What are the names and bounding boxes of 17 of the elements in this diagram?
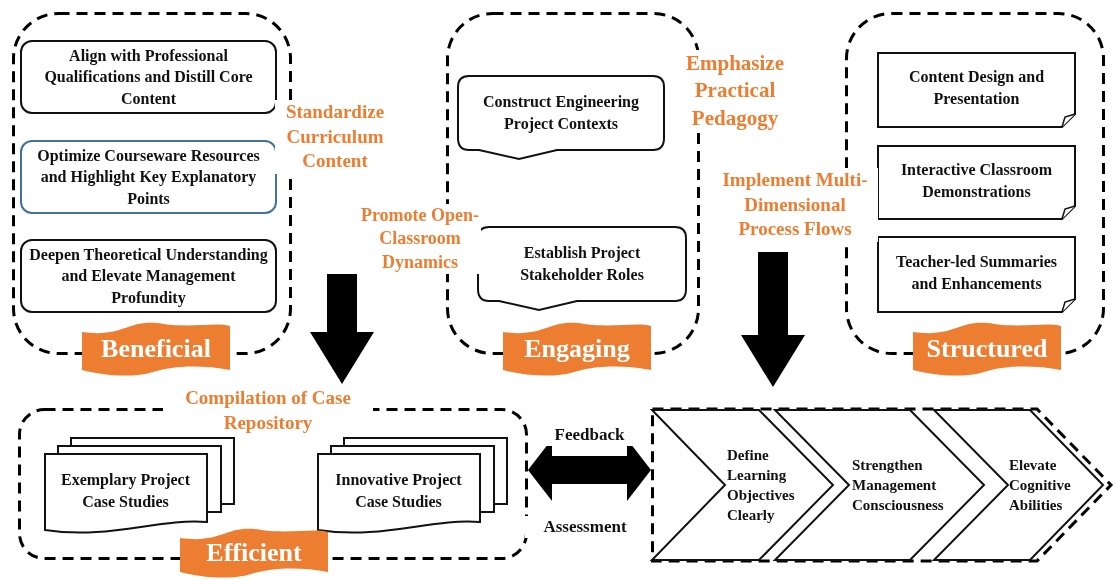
ribbon-banner: Structured (913, 322, 1061, 376)
folded-note: Interactive Classroom Demonstrations (877, 145, 1076, 220)
chevron-step: Define Learning Objectives Clearly (651, 409, 834, 561)
ribbon-banner: Efficient (180, 528, 328, 578)
speech-bubble: Establish Project Stakeholder Roles (477, 226, 687, 311)
rounded-text-box: Optimize Courseware Resources and Highlight Key Explanatory Points (20, 140, 277, 214)
folded-note: Teacher-led Summaries and Enhancements (877, 236, 1076, 313)
rounded-text-box: Align with Professional Qualifications and Distill Core Content (20, 40, 277, 114)
annotation-text: Promote Open-Classroom Dynamics (359, 204, 481, 275)
ribbon-banner: Engaging (503, 322, 651, 376)
rounded-text-box: Deepen Theoretical Understanding and Elevate Management Profundity (20, 239, 277, 313)
ribbon-banner: Beneficial (82, 322, 230, 376)
speech-bubble: Construct Engineering Project Contexts (457, 75, 665, 160)
folded-note: Content Design and Presentation (877, 52, 1076, 128)
block-arrow (310, 274, 374, 384)
dashed-arrow-frame (651, 407, 1113, 563)
block-arrow (741, 252, 805, 387)
